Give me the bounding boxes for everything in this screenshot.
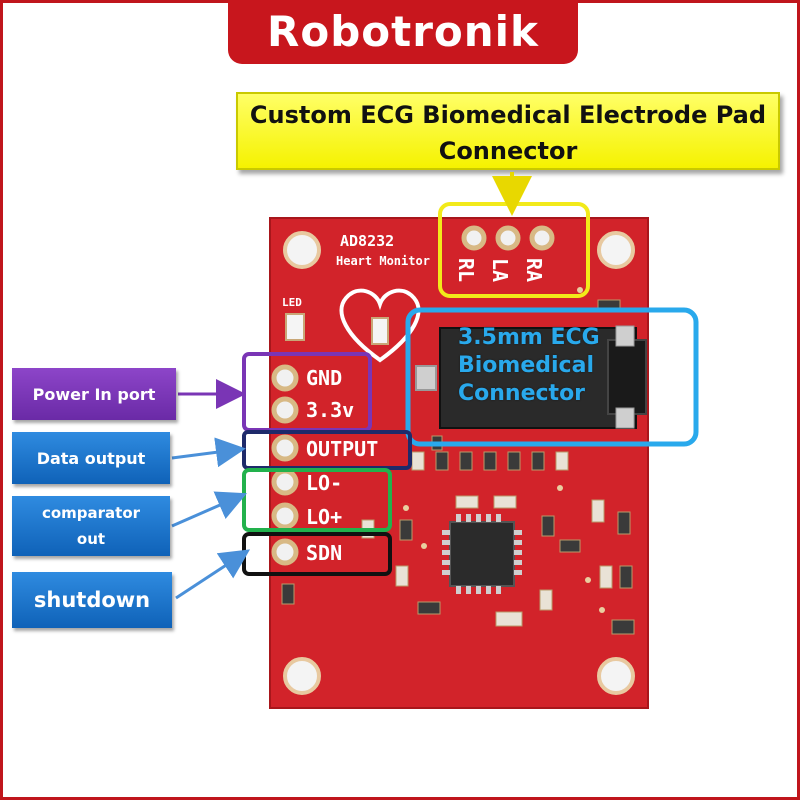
- data-output-tag: Data output: [12, 432, 170, 484]
- jack-label: 3.5mm ECG Biomedical Connector: [458, 324, 600, 408]
- electrode-header-pins: [461, 225, 555, 251]
- smd-components: [281, 299, 635, 635]
- led-label: LED: [282, 296, 302, 309]
- pin-label-la: LA: [488, 258, 512, 283]
- header-pins: [271, 364, 299, 566]
- power-in-tag: Power In port: [12, 368, 176, 420]
- comparator-tag-line-2: out: [76, 530, 106, 548]
- jack-label-line-2: Biomedical: [458, 353, 594, 378]
- callout-line-2: Connector: [438, 137, 578, 165]
- jack-highlight: [405, 307, 699, 447]
- mount-hole-br: [597, 657, 635, 695]
- mount-hole-tl: [283, 231, 321, 269]
- heart-led: [371, 317, 389, 345]
- ad8232-chip: [449, 521, 515, 587]
- chip-name-label: AD8232: [340, 232, 395, 250]
- pcb-board: [269, 217, 649, 709]
- mount-hole-tr: [597, 231, 635, 269]
- pin-label-3v3: 3.3v: [306, 398, 355, 422]
- electrode-connector-callout: Custom ECG Biomedical Electrode Pad Conn…: [236, 92, 780, 170]
- heart-icon: [339, 288, 421, 363]
- shutdown-tag: shutdown: [12, 572, 172, 628]
- mount-hole-bl: [283, 657, 321, 695]
- audio-jack-body: [439, 327, 637, 429]
- pin-label-lo-minus: LO-: [306, 471, 343, 495]
- data-arrow: [171, 437, 246, 468]
- comparator-tag-line-1: comparator: [41, 504, 141, 522]
- pin-label-rl: RL: [454, 258, 478, 283]
- comparator-arrow: [171, 491, 247, 528]
- comparator-out-tag: comparator out: [12, 496, 170, 556]
- pin-label-lo-plus: LO+: [306, 505, 343, 529]
- pin-label-gnd: GND: [306, 366, 343, 390]
- shutdown-arrow: [175, 549, 251, 600]
- callout-line-1: Custom ECG Biomedical Electrode Pad: [249, 101, 767, 129]
- board-subtitle: Heart Monitor: [336, 254, 430, 268]
- brand-logo: Robotronik: [228, 0, 578, 64]
- jack-label-line-3: Connector: [458, 381, 586, 406]
- status-led: [285, 313, 305, 341]
- jack-label-line-1: 3.5mm ECG: [458, 325, 600, 350]
- pin-label-ra: RA: [522, 258, 546, 283]
- pin-label-output: OUTPUT: [306, 437, 379, 461]
- pin-label-sdn: SDN: [306, 541, 343, 565]
